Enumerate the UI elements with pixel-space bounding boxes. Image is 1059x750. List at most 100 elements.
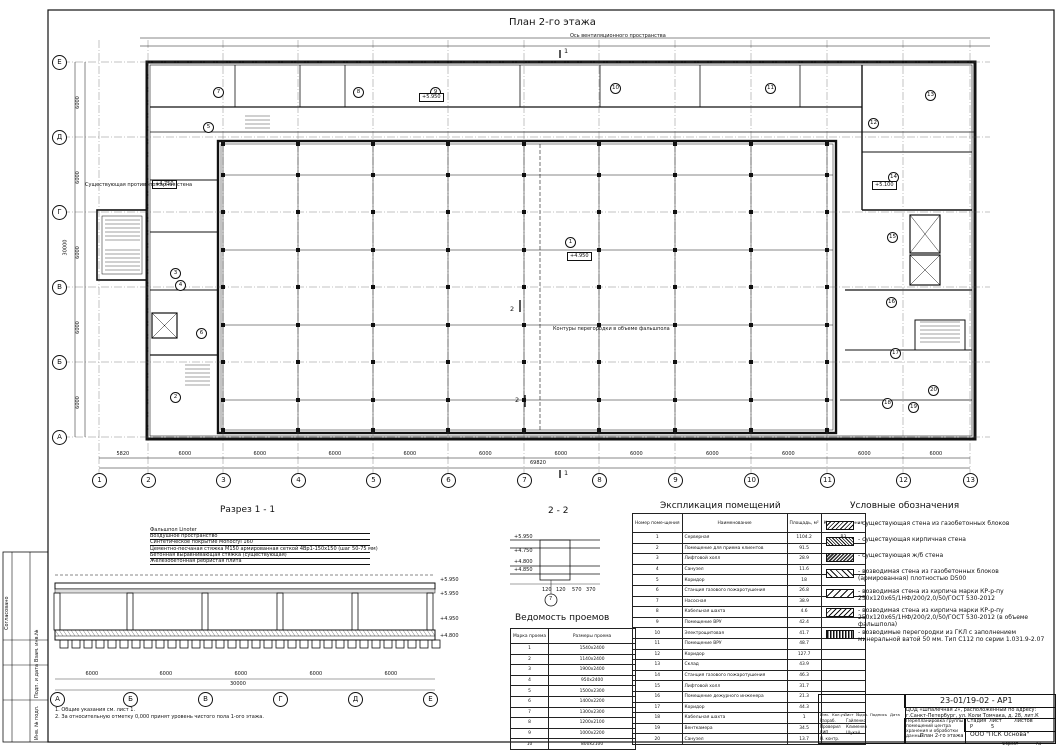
section-pillar (53, 592, 61, 631)
expl-header-num: Номер поме-щения (632, 513, 683, 533)
level-mark: +5.950 (419, 93, 444, 102)
section-axis-bubble: А (50, 692, 65, 707)
section-hatch (218, 629, 224, 637)
section-rib (383, 639, 393, 649)
explication-cell: 28.9 (786, 553, 822, 565)
section-rib (71, 639, 81, 649)
openings-cell: 1300х2300 (548, 706, 637, 719)
legend-swatch (826, 569, 854, 578)
stamp-stage-box (964, 718, 1056, 732)
room-tag: 7 (213, 87, 224, 98)
section-hatch (366, 629, 372, 637)
section-hatch (274, 629, 280, 637)
explication-cell: Кабельная шахта (681, 606, 788, 618)
legend-item: - возводимая стена из кирпича марки КР-р… (858, 607, 1029, 628)
section-layer-label: Фальшпол Linoter (150, 528, 370, 534)
room-tag: 1 (565, 237, 576, 248)
section-dimension: 6000 (159, 671, 173, 677)
section-rib (227, 639, 237, 649)
section-hatch (278, 629, 284, 637)
section-hatch (422, 629, 428, 637)
explication-cell: 11 (632, 637, 683, 650)
room-tag: 20 (928, 385, 939, 396)
section-hatch (150, 629, 156, 637)
side-label: Подп. и дата (34, 663, 40, 698)
section-hatch (262, 629, 268, 637)
section-hatch (146, 629, 152, 637)
section-hatch (382, 629, 388, 637)
openings-title: Ведомость проемов (515, 613, 610, 623)
explication-cell: 16 (632, 690, 683, 703)
stamp-address: ЦОД «Шпалечная 2», расположенный по адре… (906, 707, 1039, 719)
openings-cell: 2 (509, 653, 550, 666)
stamp-sheet-name: План 2-го этажа (920, 733, 964, 739)
explication-cell: Кабельная шахта (681, 712, 788, 724)
bottom-dimension: 6000 (929, 451, 943, 457)
section-hatch (394, 629, 400, 637)
section-hatch (322, 629, 328, 637)
section-layer-label: Синтетическое покрытие Monocryl 160 (150, 540, 370, 547)
explication-cell: 9 (632, 616, 683, 629)
stamp-code: 23-01/19-02 - АР1 (940, 696, 1013, 705)
openings-cell: 9 (509, 727, 550, 740)
legend-swatch (826, 537, 854, 546)
explication-cell (820, 669, 867, 682)
sec22-dim-4: 370 (586, 587, 596, 593)
openings-cell: 6 (509, 695, 550, 708)
section-hatch (390, 629, 396, 637)
explication-cell: 10 (632, 627, 683, 639)
explication-cell: Коридор (681, 648, 788, 661)
section-hatch (342, 629, 348, 637)
explication-cell: Помещение ВРУ (681, 637, 788, 650)
room-tag: 19 (908, 402, 919, 413)
explication-cell (820, 659, 867, 671)
room-tag: 18 (882, 398, 893, 409)
section-rib (215, 639, 225, 649)
dimension-lines (74, 37, 990, 469)
stamp-object: Перепланировка группы помещений центра х… (906, 719, 964, 739)
level-mark: +4.750 (152, 180, 177, 189)
stamp-col-header: Изм. (820, 712, 829, 717)
section-hatch (210, 629, 216, 637)
explication-cell (820, 648, 867, 661)
legend-item: - существующая кирпичная стена (858, 536, 966, 543)
section-hatch (286, 629, 292, 637)
stamp-col-header: Дата (890, 712, 900, 717)
room-tag: 12 (868, 118, 879, 129)
columns (221, 142, 833, 432)
explication-cell: 41.7 (786, 627, 822, 639)
legend-item: - существующая ж/б стена (858, 552, 944, 559)
openings-cell: 1540х2400 (548, 643, 637, 655)
section-rib (119, 639, 129, 649)
section-layer-label: Воздушное пространство (150, 534, 370, 541)
section-hatch (430, 629, 436, 637)
openings-cell: 1200х2100 (548, 717, 637, 729)
explication-cell: 91.5 (786, 542, 822, 555)
sec22-level-2: +4.750 (514, 548, 533, 554)
stamp-role: Н. контр. (820, 736, 840, 741)
section-hatch (362, 629, 368, 637)
section-rib (95, 639, 105, 649)
left-dimension: 6000 (74, 320, 81, 334)
section-hatch (290, 629, 296, 637)
section-hatch (170, 629, 176, 637)
left-dimension: 6000 (74, 95, 81, 109)
section-hatch (182, 629, 188, 637)
section-hatch (334, 629, 340, 637)
section-hatch (62, 629, 68, 637)
row-axis-bubble: Б (52, 355, 67, 370)
col-axis-bubble: 5 (366, 473, 381, 488)
section-hatch (58, 629, 64, 637)
explication-cell: 21.3 (786, 690, 822, 703)
section-hatch (122, 629, 128, 637)
section-rib (311, 639, 321, 649)
explication-title: Экспликация помещений (660, 501, 781, 511)
section-rib (263, 639, 273, 649)
explication-cell: 34.5 (786, 722, 822, 735)
stamp-sheets-label: Листов (1014, 718, 1033, 724)
room-tag: 16 (886, 297, 897, 308)
